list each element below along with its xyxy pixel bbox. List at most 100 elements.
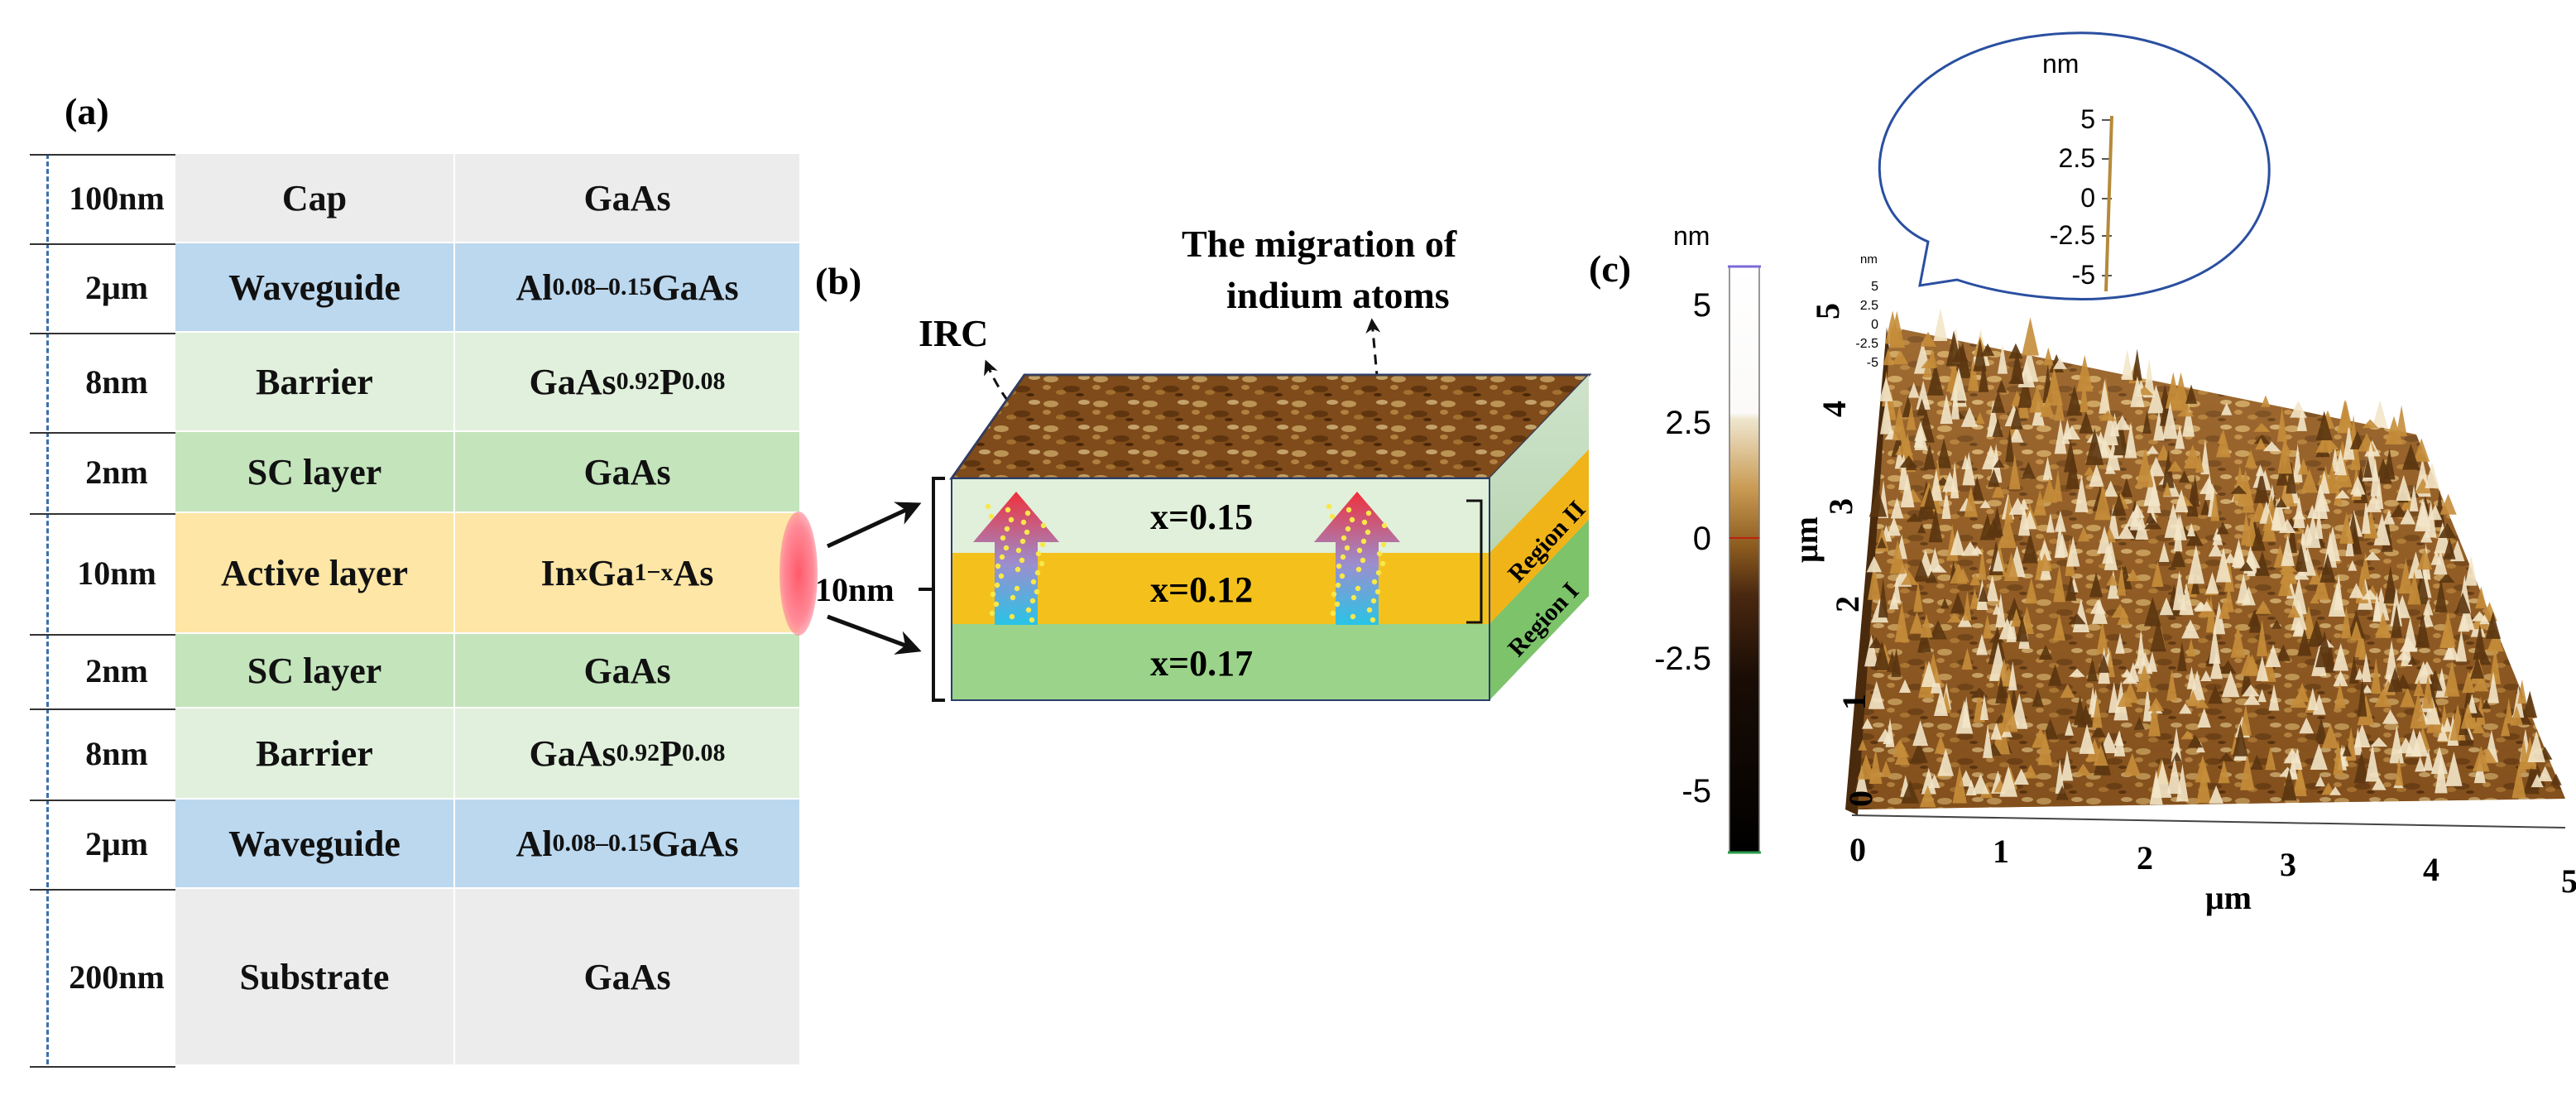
- surface-peak: [2444, 660, 2460, 697]
- surface-peak: [2021, 461, 2036, 479]
- surface-peak: [2174, 489, 2189, 513]
- surface-peak: [2409, 484, 2419, 511]
- surface-peak: [1868, 680, 1885, 709]
- surface-peak: [2342, 744, 2352, 756]
- indium-atom-dot: [1019, 538, 1026, 545]
- surface-peak: [2041, 477, 2058, 503]
- surface-peak: [2383, 565, 2398, 604]
- indium-atom-dot: [985, 503, 991, 510]
- surface-peak: [2365, 744, 2380, 782]
- surface-peak: [2362, 684, 2373, 694]
- panel-a-label: (a): [65, 90, 109, 132]
- surface-peak: [2176, 763, 2189, 802]
- surface-peak: [1887, 651, 1898, 672]
- surface-peak: [2025, 577, 2038, 604]
- surface-peak: [2401, 444, 2420, 470]
- surface-peak: [2010, 608, 2022, 627]
- surface-peak: [2022, 531, 2038, 564]
- surface-peak: [2315, 448, 2324, 458]
- surface-peak: [2156, 444, 2171, 461]
- indium-atom-dot: [1029, 598, 1036, 604]
- surface-peak: [2143, 358, 2156, 398]
- surface-peak: [2218, 760, 2230, 784]
- surface-peak: [2054, 510, 2066, 532]
- callout-unit: nm: [2042, 49, 2079, 79]
- surface-peak: [2053, 468, 2063, 502]
- surface-peak: [1866, 556, 1883, 573]
- layer-thickness: 2μm: [30, 243, 175, 331]
- thickness-dashed-arrow: [46, 432, 49, 511]
- surface-peak: [2292, 747, 2303, 771]
- surface-peak: [2241, 586, 2256, 606]
- surface-peak: [2113, 415, 2128, 456]
- surface-peak: [2299, 717, 2315, 734]
- surface-peak: [2292, 569, 2310, 580]
- surface-peak: [2334, 483, 2343, 506]
- surface-peak: [2357, 677, 2367, 717]
- indium-atom-dot: [1341, 535, 1347, 541]
- surface-peak: [2176, 407, 2195, 417]
- indium-atom-dot: [1334, 601, 1341, 608]
- surface-peak: [2033, 489, 2047, 516]
- surface-peak: [2363, 456, 2372, 478]
- region-ii-brace: [1466, 499, 1483, 624]
- surface-peak: [2147, 481, 2161, 513]
- surface-peak: [2055, 758, 2065, 794]
- surface-peak: [2333, 738, 2343, 776]
- material-formula-part: GaAs: [529, 732, 616, 774]
- surface-peak: [2256, 619, 2268, 656]
- surface-peak: [2396, 474, 2412, 501]
- indium-atom-dot: [1366, 607, 1373, 613]
- surface-peak: [2411, 730, 2429, 756]
- indium-atom-dot: [1371, 579, 1378, 585]
- surface-peak: [2382, 709, 2399, 724]
- callout-tick-label: -5: [2072, 260, 2095, 290]
- surface-peak: [2458, 724, 2474, 747]
- surface-peak: [2538, 766, 2553, 782]
- surface-peak: [2220, 402, 2233, 415]
- surface-peak: [2240, 752, 2255, 790]
- surface-peak: [2361, 498, 2371, 534]
- colorbar-tick-label: 0: [1693, 521, 1711, 557]
- surface-peak: [1919, 331, 1937, 347]
- surface-peak: [2130, 376, 2145, 407]
- surface-peak: [2423, 749, 2434, 771]
- surface-peak: [2089, 463, 2104, 487]
- surface-peak: [2230, 485, 2247, 494]
- surface-peak: [2199, 478, 2218, 494]
- surface-peak: [2060, 749, 2074, 781]
- surface-peak: [1930, 468, 1943, 502]
- surface-peak: [2437, 723, 2449, 742]
- surface-peak: [2423, 696, 2441, 725]
- surface-peak: [2217, 432, 2227, 444]
- surface-peak: [1864, 634, 1878, 667]
- surface-peak: [2315, 435, 2332, 453]
- surface-peak: [2121, 669, 2133, 678]
- surface-peak: [1868, 563, 1881, 600]
- surface-peak: [2277, 434, 2293, 474]
- surface-peak: [2291, 577, 2307, 615]
- surface-peak: [2054, 393, 2065, 421]
- layer-material: GaAs: [455, 154, 799, 242]
- surface-peak: [2427, 669, 2443, 691]
- surface-peak: [2292, 510, 2306, 520]
- surface-peak: [2197, 708, 2211, 728]
- indium-atom-dot: [1039, 560, 1045, 567]
- surface-peak: [2328, 582, 2346, 617]
- surface-peak: [1991, 391, 2006, 413]
- mini-scale-ticks: 52.50-2.5-5: [1855, 280, 1878, 370]
- surface-peak: [2257, 689, 2267, 703]
- surface-peak: [2171, 727, 2182, 762]
- surface-peak: [2091, 724, 2106, 737]
- indium-atom-dot: [1025, 607, 1032, 613]
- surface-peak: [2445, 752, 2463, 786]
- surface-peak: [1914, 425, 1928, 450]
- row-divider: [30, 333, 175, 334]
- surface-peak: [2126, 569, 2140, 582]
- surface-peak: [2129, 503, 2143, 531]
- surface-peak: [2374, 688, 2392, 708]
